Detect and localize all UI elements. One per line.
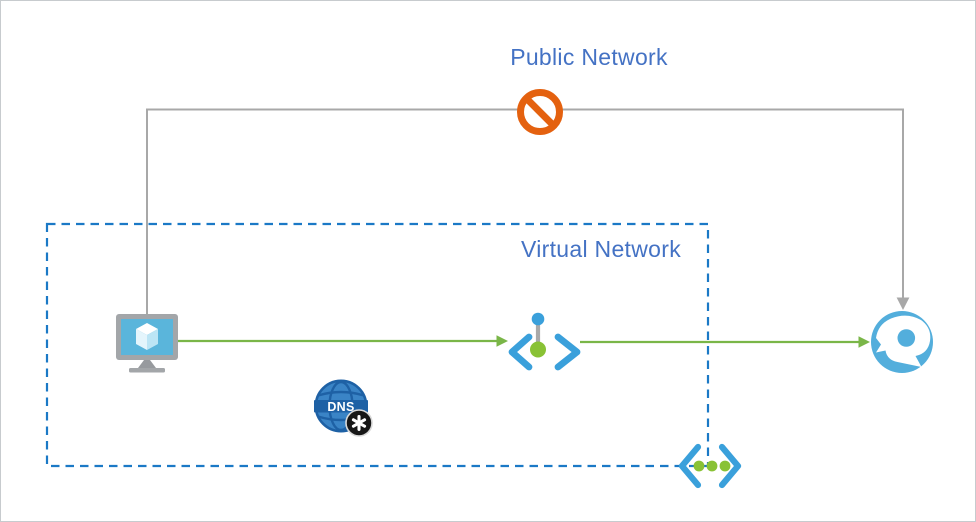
link-dot — [693, 460, 705, 472]
link-dot — [719, 460, 731, 472]
dns-text: DNS — [327, 400, 354, 414]
resource-arrow-glyph — [876, 315, 931, 367]
dns-globe-parallel-top — [317, 390, 365, 397]
dns-band — [314, 400, 368, 413]
asterisk-badge — [345, 409, 373, 437]
link-dot — [706, 460, 718, 472]
vm-cube — [136, 323, 158, 350]
endpoint-left-bracket — [508, 333, 533, 371]
private-link-icon — [678, 443, 742, 489]
virtual-network-boundary — [45, 222, 710, 468]
asterisk-spoke — [351, 418, 367, 428]
public-network-label: Public Network — [510, 44, 668, 70]
public-network-arrowhead — [896, 297, 910, 310]
cube-left-face — [136, 329, 147, 350]
dns-icon: DNS — [314, 379, 373, 437]
vm-stand-base — [129, 368, 165, 373]
endpoint-to-resource-arrowhead — [858, 336, 870, 348]
azure-resource-icon — [871, 311, 933, 373]
virtual-network-label: Virtual Network — [520, 236, 682, 262]
link-left-bracket — [678, 443, 702, 489]
virtual-machine-icon — [116, 313, 178, 373]
blocked-icon — [517, 89, 563, 135]
endpoint-top-dot — [531, 312, 545, 326]
blocked-slash — [523, 95, 557, 129]
cube-right-face — [147, 329, 158, 350]
link-right-bracket — [718, 443, 742, 489]
private-endpoint-icon — [508, 312, 581, 371]
endpoint-right-bracket — [554, 333, 581, 371]
endpoint-bottom-dot — [530, 341, 546, 358]
public-network-path — [146, 108, 904, 314]
vm-stand-neck — [138, 360, 156, 368]
vm-to-endpoint-arrowhead — [496, 335, 508, 347]
